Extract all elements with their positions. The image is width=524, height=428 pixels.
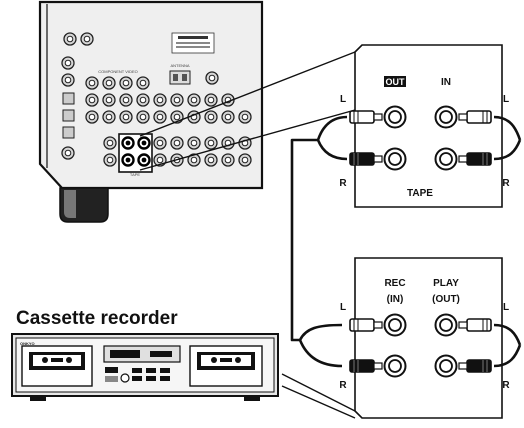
- cassette-deck: ONKYO: [11, 333, 279, 401]
- cable-in-l: [493, 115, 522, 141]
- receiver-tape-jack-label: TAPE: [130, 172, 140, 177]
- out-badge: [384, 76, 406, 87]
- cable-play-r: [493, 344, 522, 368]
- cassette-callout-lines: [281, 373, 356, 419]
- rec-sub-label: (IN): [387, 294, 404, 305]
- deck-center-controls: [103, 345, 181, 383]
- cables: [290, 115, 522, 368]
- receiver-callout-lines: [139, 51, 356, 171]
- tape-in-left-label: L: [503, 94, 509, 105]
- play-left-label: L: [503, 302, 509, 313]
- tape-out-l-jack: [383, 105, 407, 129]
- recorder-panel: REC (IN) PLAY (OUT) L R L R: [339, 257, 510, 419]
- receiver-rear-panel: COMPONENT VIDEO ANTENNA: [38, 0, 264, 223]
- component-video-label: COMPONENT VIDEO: [98, 69, 138, 74]
- play-r-jack: [434, 354, 458, 378]
- receiver-antenna-terminals: ANTENNA: [169, 63, 219, 85]
- cassette-door-left: [21, 345, 93, 387]
- tape-right-label: R: [339, 178, 347, 189]
- cassette-door-right: [189, 345, 263, 387]
- rec-right-label: R: [339, 380, 347, 391]
- rec-left-label: L: [340, 302, 346, 313]
- tape-label: TAPE: [407, 188, 433, 199]
- tape-in-l-jack: [434, 105, 458, 129]
- cable-in-r: [493, 139, 522, 161]
- play-sub-label: (OUT): [432, 294, 460, 305]
- rec-l-jack: [383, 313, 407, 337]
- tape-in-r-jack: [434, 147, 458, 171]
- cable-out-l-to-rec-l: [290, 115, 348, 342]
- antenna-label: ANTENNA: [170, 63, 189, 68]
- play-label: PLAY: [433, 278, 459, 289]
- cable-play-l: [493, 323, 522, 346]
- rec-label: REC: [384, 278, 405, 289]
- tape-in-right-label: R: [502, 178, 510, 189]
- receiver-tape-jacks: TAPE: [118, 133, 153, 177]
- receiver-digital-jacks: [61, 56, 75, 160]
- tape-panel: OUT IN TAPE L R L R: [339, 44, 510, 208]
- tape-in-label: IN: [441, 77, 451, 88]
- play-right-label: R: [502, 380, 510, 391]
- tape-out-r-jack: [383, 147, 407, 171]
- tape-out-label: OUT: [386, 77, 406, 87]
- tape-left-label: L: [340, 94, 346, 105]
- play-l-jack: [434, 313, 458, 337]
- rec-r-jack: [383, 354, 407, 378]
- cassette-brand: ONKYO: [20, 341, 35, 346]
- cassette-recorder-title: Cassette recorder: [16, 308, 178, 329]
- cable-out-r-to-rec-r: [298, 139, 348, 368]
- receiver-component-video-jacks: COMPONENT VIDEO: [85, 69, 150, 124]
